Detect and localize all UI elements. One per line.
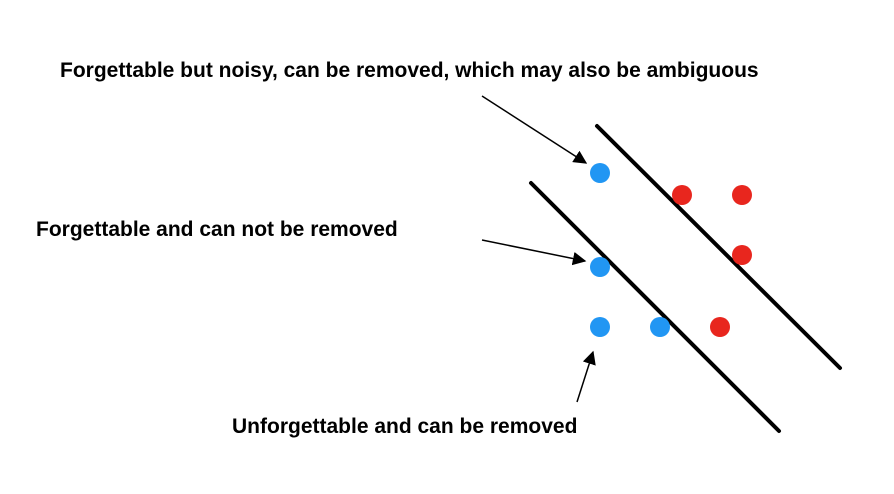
boundary-line-upper: [595, 124, 842, 370]
red-point-middle: [732, 245, 752, 265]
blue-point-middle: [590, 257, 610, 277]
red-point-top-right: [732, 185, 752, 205]
red-point-top-left: [672, 185, 692, 205]
blue-point-bottom-left: [590, 317, 610, 337]
label-removable-point: Unforgettable and can be removed: [232, 415, 577, 438]
label-noisy-point: Forgettable but noisy, can be removed, w…: [60, 59, 759, 82]
arrow-removable-point: [576, 350, 596, 403]
blue-point-top: [590, 163, 610, 183]
arrow-noisy-point: [481, 95, 588, 164]
arrow-boundary-point: [481, 239, 587, 266]
boundary-line-lower: [529, 181, 781, 433]
red-point-bottom: [710, 317, 730, 337]
label-boundary-point: Forgettable and can not be removed: [36, 218, 398, 241]
blue-point-bottom-right: [650, 317, 670, 337]
